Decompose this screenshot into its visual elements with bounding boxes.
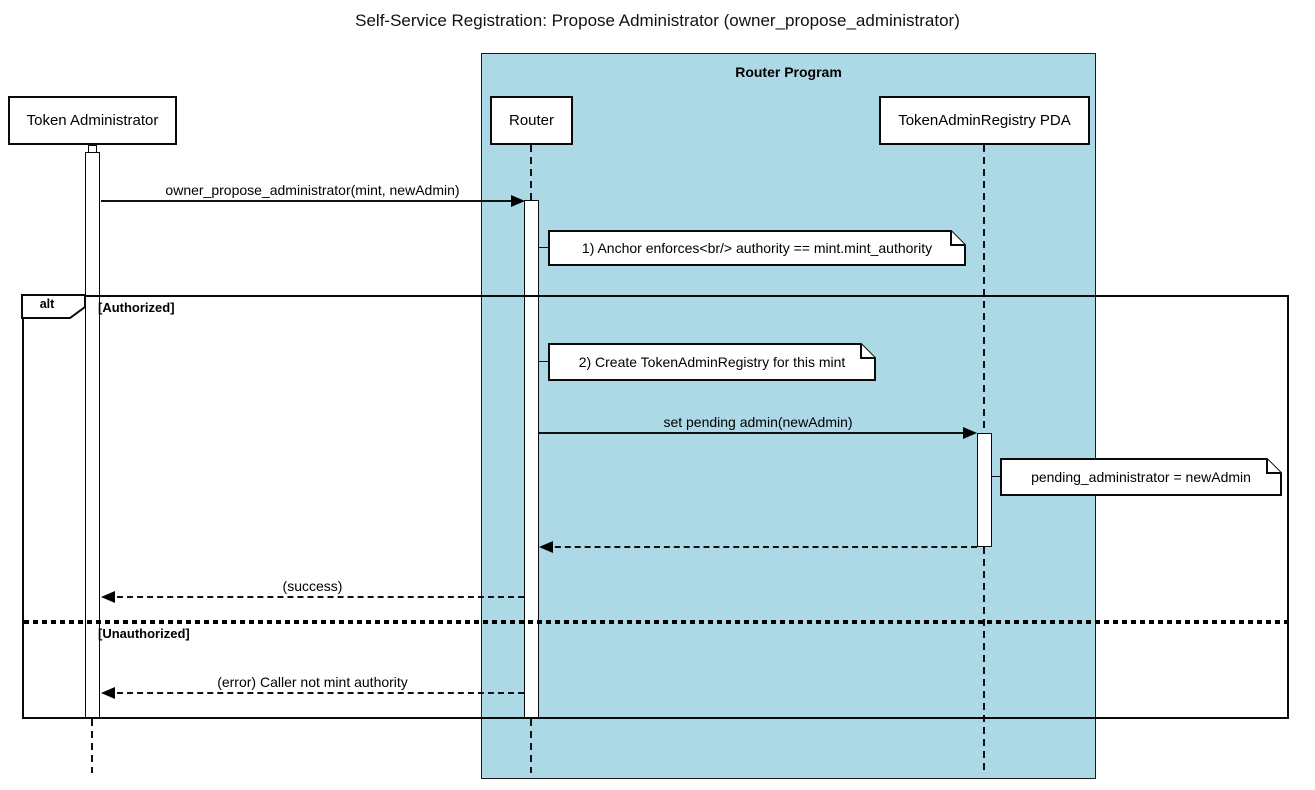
lifeline-router-lower: [530, 719, 532, 773]
message-success-line: [107, 596, 524, 598]
lifeline-router-upper: [530, 145, 532, 200]
message-owner-propose-administrator-arrowhead-icon: [511, 195, 525, 207]
note-pending-administrator-connector: [991, 476, 1000, 477]
activation-token-admin-registry-pda: [977, 433, 992, 547]
message-owner-propose-administrator-line: [101, 200, 516, 202]
message-success-label: (success): [282, 578, 343, 594]
note-anchor-enforces-text: 1) Anchor enforces<br/> authority == min…: [581, 240, 933, 256]
participant-router: Router: [490, 96, 573, 145]
message-set-pending-admin-label: set pending admin(newAdmin): [663, 414, 853, 430]
lifeline-token-administrator-lower: [91, 719, 93, 773]
note-anchor-enforces-connector: [538, 247, 548, 248]
note-create-registry-connector: [538, 361, 548, 362]
router-program-group-title: Router Program: [735, 64, 842, 80]
participant-token-administrator-label: Token Administrator: [26, 112, 159, 129]
note-pending-administrator-text: pending_administrator = newAdmin: [1031, 469, 1251, 485]
lifeline-token-admin-registry-pda-lower: [983, 547, 985, 773]
message-set-pending-admin-line: [539, 432, 969, 434]
note-create-registry-text: 2) Create TokenAdminRegistry for this mi…: [578, 354, 846, 370]
note-anchor-enforces: 1) Anchor enforces<br/> authority == min…: [548, 230, 966, 266]
participant-router-label: Router: [508, 112, 555, 129]
note-create-registry: 2) Create TokenAdminRegistry for this mi…: [548, 343, 876, 381]
message-success-arrowhead-icon: [101, 591, 115, 603]
alt-guard-unauthorized: [Unauthorized]: [98, 626, 190, 641]
note-shape-icon: [548, 343, 876, 381]
participant-token-admin-registry-pda: TokenAdminRegistry PDA: [879, 96, 1090, 145]
participant-token-admin-registry-pda-label: TokenAdminRegistry PDA: [898, 112, 1071, 129]
message-registry-return-line: [545, 546, 977, 548]
participant-token-administrator: Token Administrator: [8, 96, 177, 145]
diagram-title: Self-Service Registration: Propose Admin…: [355, 11, 960, 30]
message-owner-propose-administrator-label: owner_propose_administrator(mint, newAdm…: [165, 182, 460, 198]
message-error-line: [107, 692, 524, 694]
alt-guard-authorized: [Authorized]: [98, 300, 175, 315]
message-registry-return-arrowhead-icon: [539, 541, 553, 553]
note-shape-icon: [548, 230, 966, 266]
note-shape-icon: [1000, 458, 1282, 496]
note-pending-administrator: pending_administrator = newAdmin: [1000, 458, 1282, 496]
lifeline-token-admin-registry-pda-upper: [983, 145, 985, 433]
message-set-pending-admin-arrowhead-icon: [963, 427, 977, 439]
router-program-group: [481, 53, 1096, 779]
message-error-arrowhead-icon: [101, 687, 115, 699]
message-error-label: (error) Caller not mint authority: [217, 674, 408, 690]
alt-divider: [24, 620, 1287, 624]
activation-router: [524, 200, 539, 719]
alt-operator-label: alt: [39, 297, 55, 311]
